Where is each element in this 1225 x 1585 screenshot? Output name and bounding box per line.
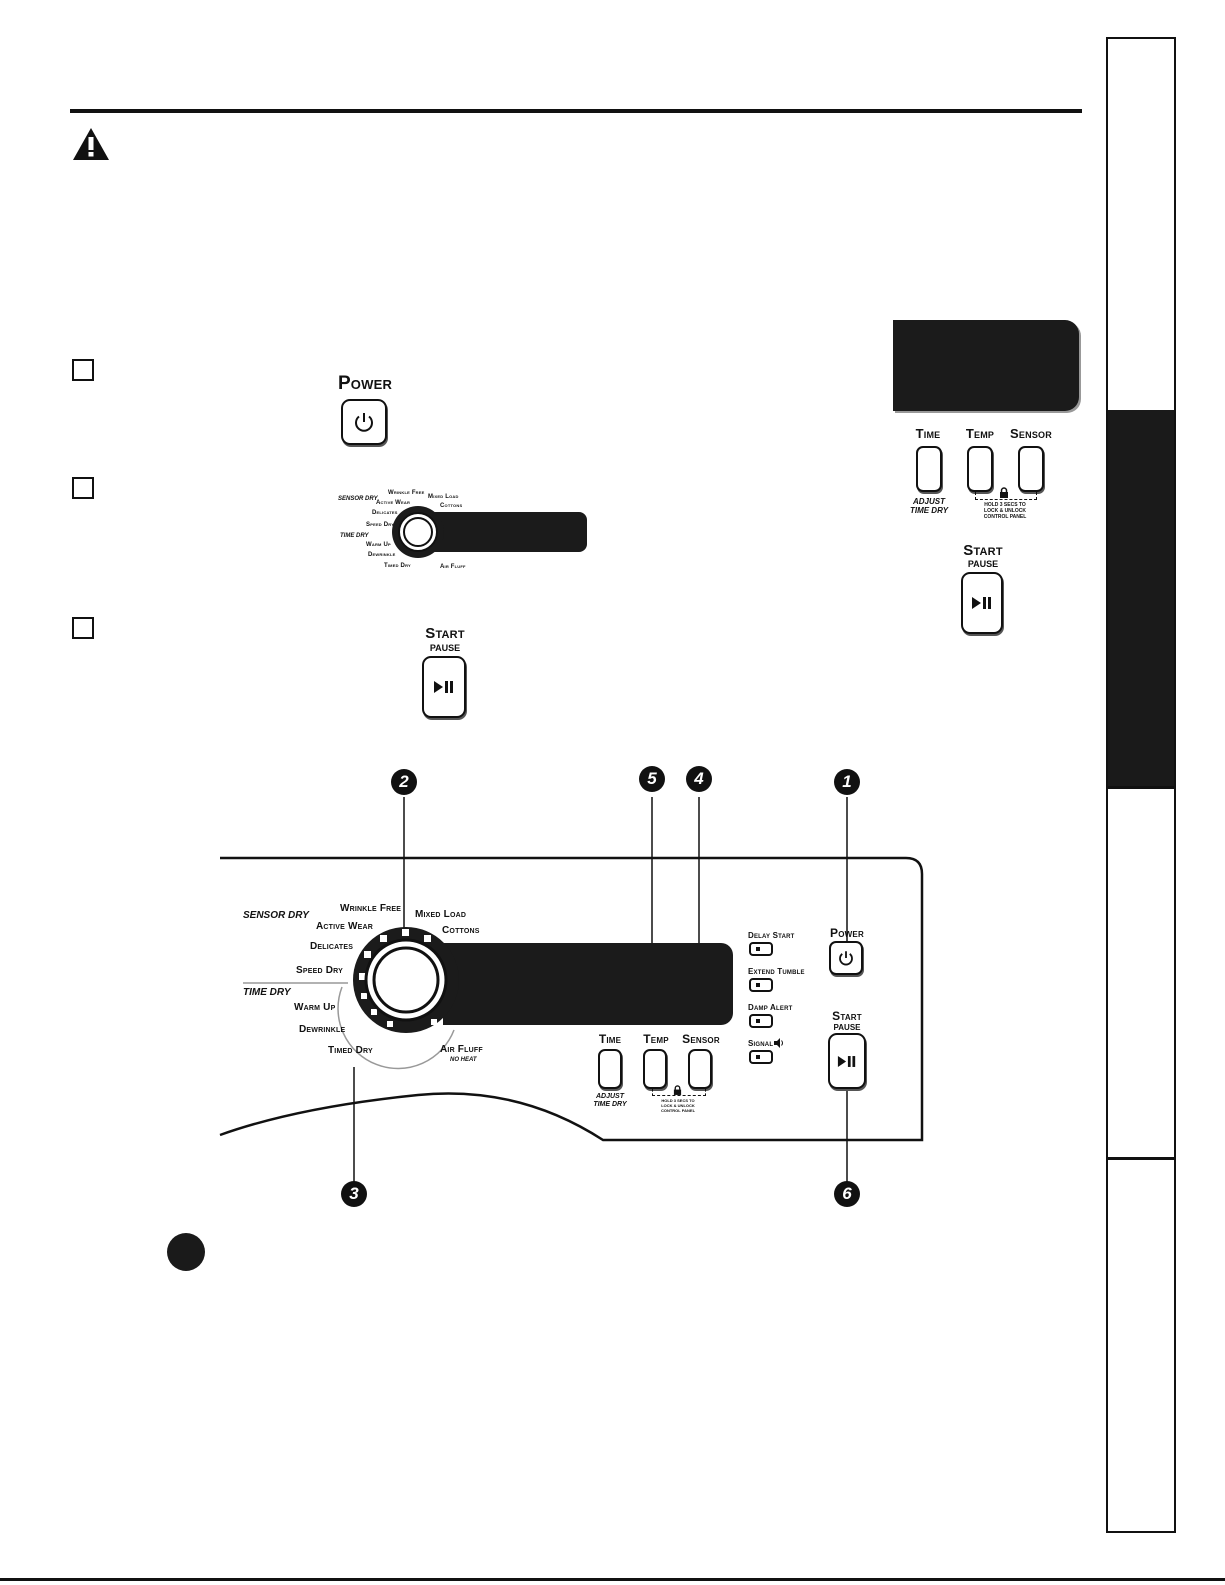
start-pause-button[interactable] [422,656,466,718]
panel-outline [219,797,924,1183]
cycle-warm-up-label: Warm Up [294,1002,336,1013]
tab-divider [1108,786,1174,789]
play-pause-icon [434,681,453,693]
callout-6: 6 [834,1181,860,1207]
callout-1: 1 [834,769,860,795]
cycle-speed-dry-label: Speed Dry [296,965,343,976]
dial-illustration-small: SENSOR DRY Wrinkle Free Active Wear Deli… [330,488,595,578]
section-tabs [1106,37,1176,1533]
cycle-dewrinkle-label: Dewrinkle [299,1024,346,1035]
sensor-label: Sensor [1010,426,1052,441]
time-label: Time [915,426,941,441]
temp-label-panel: Temp [643,1032,669,1046]
time-button[interactable] [916,446,942,492]
sensor-label-panel: Sensor [682,1032,720,1046]
display-window-detail [893,320,1079,411]
cycle-air-fluff: Air Fluff [440,564,466,570]
control-panel-diagram: SENSOR DRY Wrinkle Free Active Wear Deli… [218,765,928,1215]
lock-hint-label-panel: HOLD 3 SECS TO LOCK & UNLOCK CONTROL PAN… [660,1098,696,1113]
sensor-button[interactable] [1018,446,1044,492]
main-display-window [443,943,733,1025]
step-checkbox-2 [72,477,94,499]
page-bottom-rule [0,1578,1225,1581]
step-checkbox-3 [72,617,94,639]
time-dry-label: TIME DRY [340,533,369,539]
no-heat-label: NO HEAT [450,1057,477,1063]
time-dry-heading: TIME DRY [243,987,291,998]
pause-label: PAUSE [429,643,461,653]
sensor-dry-label: SENSOR DRY [338,496,378,502]
extend-tumble-button[interactable] [749,978,773,992]
warning-triangle-icon [73,128,109,160]
cycle-selector-knob[interactable] [351,925,461,1035]
cycle-mixed-load-label: Mixed Load [415,909,467,920]
temp-button[interactable] [967,446,993,492]
signal-button[interactable] [749,1050,773,1064]
play-pause-icon [972,597,991,609]
callout-4: 4 [686,766,712,792]
cycle-active-wear-label: Active Wear [316,921,374,932]
callout-2: 2 [391,769,417,795]
play-pause-icon [837,1055,856,1067]
cycle-cottons: Cottons [440,503,463,509]
power-button-panel[interactable] [829,941,863,975]
cycle-timed-dry-label: Timed Dry [328,1045,373,1056]
section-rule [70,109,1082,113]
signal-label: Signal [748,1039,774,1048]
cycle-wrinkle-free: Wrinkle Free [388,490,425,496]
power-label: Power [337,373,393,394]
time-button-panel[interactable] [598,1049,622,1089]
cycle-dewrinkle: Dewrinkle [368,552,396,558]
cycle-knob[interactable] [390,504,446,560]
pause-label-panel: PAUSE [833,1023,861,1032]
cycle-wrinkle-free-label: Wrinkle Free [340,903,402,914]
cycle-speed-dry: Speed Dry [366,522,395,528]
power-icon [355,413,373,432]
lock-hint-label: HOLD 3 SECS TO LOCK & UNLOCK CONTROL PAN… [983,502,1027,520]
display-window [430,512,587,552]
cycle-warm-up: Warm Up [366,542,391,548]
lock-bracket [975,492,1037,500]
delay-start-button[interactable] [749,942,773,956]
start-label-detail: Start [963,542,1003,559]
start-label: Start [425,625,465,642]
temp-label: Temp [965,426,995,441]
lock-icon [1000,487,1008,498]
delay-start-label: Delay Start [748,931,795,940]
sensor-dry-heading: SENSOR DRY [243,910,309,921]
power-label-panel: Power [830,926,864,940]
sound-icon [774,1038,783,1048]
start-label-panel: Start [832,1009,862,1023]
step-checkbox-1 [72,359,94,381]
extend-tumble-label: Extend Tumble [748,967,805,976]
cycle-air-fluff-label: Air Fluff [440,1044,483,1055]
adjust-time-dry-label: ADJUST TIME DRY [909,497,949,515]
callout-3: 3 [341,1181,367,1207]
damp-alert-button[interactable] [749,1014,773,1028]
cycle-timed-dry: Timed Dry [384,563,411,569]
power-button[interactable] [341,399,387,445]
power-icon [839,951,853,966]
cycle-mixed-load: Mixed Load [428,494,459,500]
cycle-delicates: Delicates [372,510,398,516]
callout-5: 5 [639,766,665,792]
start-pause-button-detail[interactable] [961,572,1003,634]
start-pause-button-panel[interactable] [828,1033,866,1089]
cycle-active-wear: Active Wear [376,500,411,506]
cycle-cottons-label: Cottons [442,925,480,936]
lock-icon [673,1085,682,1095]
sensor-button-panel[interactable] [688,1049,712,1089]
cycle-delicates-label: Delicates [310,941,354,952]
pause-label-detail: PAUSE [967,559,999,569]
lock-bracket-panel [652,1089,706,1096]
damp-alert-label: Damp Alert [748,1003,793,1012]
adjust-time-dry-label-panel: ADJUST TIME DRY [593,1093,627,1108]
time-label-panel: Time [598,1032,622,1046]
active-section-tab [1108,410,1174,788]
tab-divider [1108,1157,1174,1160]
temp-button-panel[interactable] [643,1049,667,1089]
note-bullet [167,1233,205,1271]
